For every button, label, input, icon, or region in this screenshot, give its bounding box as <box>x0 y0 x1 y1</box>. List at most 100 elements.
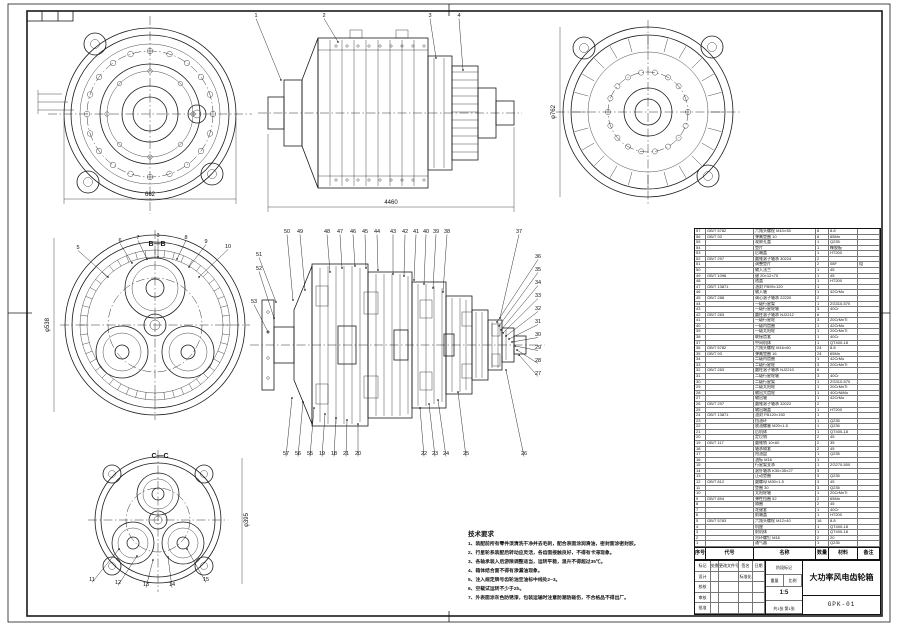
bom-cell-qty: 1 <box>816 279 829 284</box>
bom-cell-material: 45 <box>829 435 858 440</box>
bom-cell-qty: 3 <box>816 374 829 379</box>
bom-cell-qty: 2 <box>816 535 829 541</box>
parts-list-rows: 57 GB/T 5782 六角头螺栓 M10×35 8 8.8 56 GB/T … <box>695 229 880 547</box>
bom-cell-remark <box>858 351 880 357</box>
bom-cell-no: 21 <box>695 429 706 435</box>
bom-cell-name: 观察孔盖 <box>754 240 816 245</box>
bom-cell-no: 44 <box>695 301 706 307</box>
bom-row: 56 GB/T 93 弹簧垫圈 10 8 65Mn <box>695 234 880 241</box>
technical-notes: 技术要求 1、装配前所有零件须清洗干净并去毛刺，配合表面涂润滑油，密封面涂密封胶… <box>468 528 694 603</box>
bom-cell-no: 46 <box>695 290 706 295</box>
bom-cell-no: 33 <box>695 362 706 368</box>
weight-label: 重量 <box>766 575 784 586</box>
bom-row: 39 一级太阳轮 1 20CrMnTi <box>695 329 880 335</box>
bom-cell-remark <box>858 524 880 530</box>
bom-cell-material: QT400-18 <box>829 530 858 535</box>
bom-row: 5 GB/T 5783 六角头螺栓 M12×40 16 8.8 <box>695 519 880 525</box>
bom-cell-qty: 1 <box>816 357 829 362</box>
bom-cell-code <box>706 262 754 268</box>
bom-row: 52 GB/T 297 圆锥滚子轴承 30224 2 <box>695 256 880 263</box>
bom-row: 28 输出大齿轮 1 40CrNiMo <box>695 390 880 397</box>
bom-cell-material: 42CrMo <box>829 323 858 329</box>
bom-row: 21 后机体 1 QT400-18 <box>695 429 880 436</box>
bom-cell-material: 65Mn <box>829 351 858 357</box>
view-rear-housing <box>556 20 740 204</box>
bom-cell-name: 一级行星轮 <box>754 318 816 323</box>
bom-cell-remark <box>858 346 880 351</box>
svg-text:13: 13 <box>143 582 149 588</box>
bom-cell-name: 圆螺母 M30×1.5 <box>754 480 816 485</box>
bom-row: 37 中间机体 1 QT400-18 <box>695 340 880 347</box>
bom-cell-remark <box>858 541 880 546</box>
bom-cell-no: 19 <box>695 440 706 446</box>
bom-cell-material: 65Mn <box>829 496 858 502</box>
bom-cell-remark <box>858 390 880 396</box>
tb-cell-a: 审核 <box>695 592 711 603</box>
bom-cell-material: 40Cr <box>829 374 858 379</box>
bom-cell-name: 油标 M16 <box>754 457 816 463</box>
bom-cell-code <box>706 513 754 519</box>
bom-cell-code <box>706 390 754 396</box>
bom-cell-qty: 3 <box>816 480 829 485</box>
svg-text:φ395: φ395 <box>244 512 250 527</box>
bom-cell-name: 滚针轴承 K30×35×27 <box>754 468 816 474</box>
bom-cell-code <box>706 474 754 480</box>
bom-cell-qty: 2 <box>816 262 829 268</box>
bom-cell-name: 后机体 <box>754 429 816 435</box>
bom-cell-remark <box>858 379 880 385</box>
bom-cell-name: 太阳轮轴 <box>754 491 816 496</box>
bom-cell-code <box>706 307 754 312</box>
bom-cell-no: 11 <box>695 485 706 491</box>
bom-row: 55 观察孔盖 1 Q235 <box>695 240 880 246</box>
bom-row: 34 二级内齿圈 1 42CrMo <box>695 357 880 363</box>
bom-cell-code <box>706 251 754 256</box>
tb-cell-a: 标记 <box>695 561 711 571</box>
bom-row: 25 输出端盖 1 HT200 <box>695 407 880 414</box>
bom-cell-remark <box>858 401 880 407</box>
bom-row: 17 甩油盘 1 Q235 <box>695 452 880 458</box>
svg-text:3: 3 <box>428 13 431 19</box>
bom-cell-qty: 1 <box>816 452 829 457</box>
bom-cell-material <box>829 312 858 318</box>
bom-cell-qty: 1 <box>816 390 829 396</box>
bom-cell-remark <box>858 234 880 240</box>
bom-cell-material: HT200 <box>829 513 858 519</box>
bom-cell-material <box>829 256 858 262</box>
drawing-title: 大功率风电齿轮箱 <box>803 561 880 596</box>
bom-cell-name: 透盖 <box>754 279 816 284</box>
bom-row: 20 定位销 2 45 <box>695 435 880 441</box>
bom-cell-qty: 1 <box>816 413 829 418</box>
note-line: 2、行星轮系装配后转动应灵活，各齿面接触良好，不得有卡滞现象。 <box>468 551 615 556</box>
bom-row: 1 通气器 1 Q235 <box>695 541 880 547</box>
svg-text:35: 35 <box>535 267 541 273</box>
bom-cell-material <box>829 295 858 301</box>
bom-cell-code: GB/T 13871 <box>706 284 754 290</box>
bom-cell-qty: 1 <box>816 541 829 546</box>
bom-cell-qty: 24 <box>816 351 829 357</box>
bom-cell-code <box>706 424 754 429</box>
bom-header-code: 代号 <box>706 548 754 559</box>
bom-row: 42 GB/T 283 圆柱滚子轴承 NJ2212 6 <box>695 312 880 319</box>
tb-cell-e <box>753 571 765 582</box>
bom-cell-qty: 1 <box>816 284 829 290</box>
bom-cell-no: 40 <box>695 323 706 329</box>
section-label-cc: C—C <box>151 453 168 460</box>
bom-cell-qty: 8 <box>816 234 829 240</box>
bom-cell-qty: 1 <box>816 245 829 251</box>
bom-cell-code <box>706 340 754 346</box>
bom-cell-remark <box>858 413 880 418</box>
bom-cell-name: 弹簧垫圈 10 <box>754 234 816 240</box>
svg-text:53: 53 <box>251 299 257 305</box>
svg-text:7: 7 <box>136 235 139 241</box>
title-block: 标记 处数 更改文件号 签名 日期 设计 标准化 校核 <box>694 560 881 615</box>
bom-cell-code <box>706 362 754 368</box>
bom-row: 29 二级太阳轮 1 20CrMnTi <box>695 385 880 391</box>
bom-cell-remark <box>858 290 880 295</box>
bom-cell-name: 输出轴 <box>754 396 816 401</box>
bom-cell-name: 圆锥滚子轴承 32022 <box>754 401 816 407</box>
tb-cell-c: 更改文件号 <box>719 561 739 571</box>
bom-cell-no: 49 <box>695 273 706 279</box>
bom-cell-qty: 2 <box>816 256 829 262</box>
